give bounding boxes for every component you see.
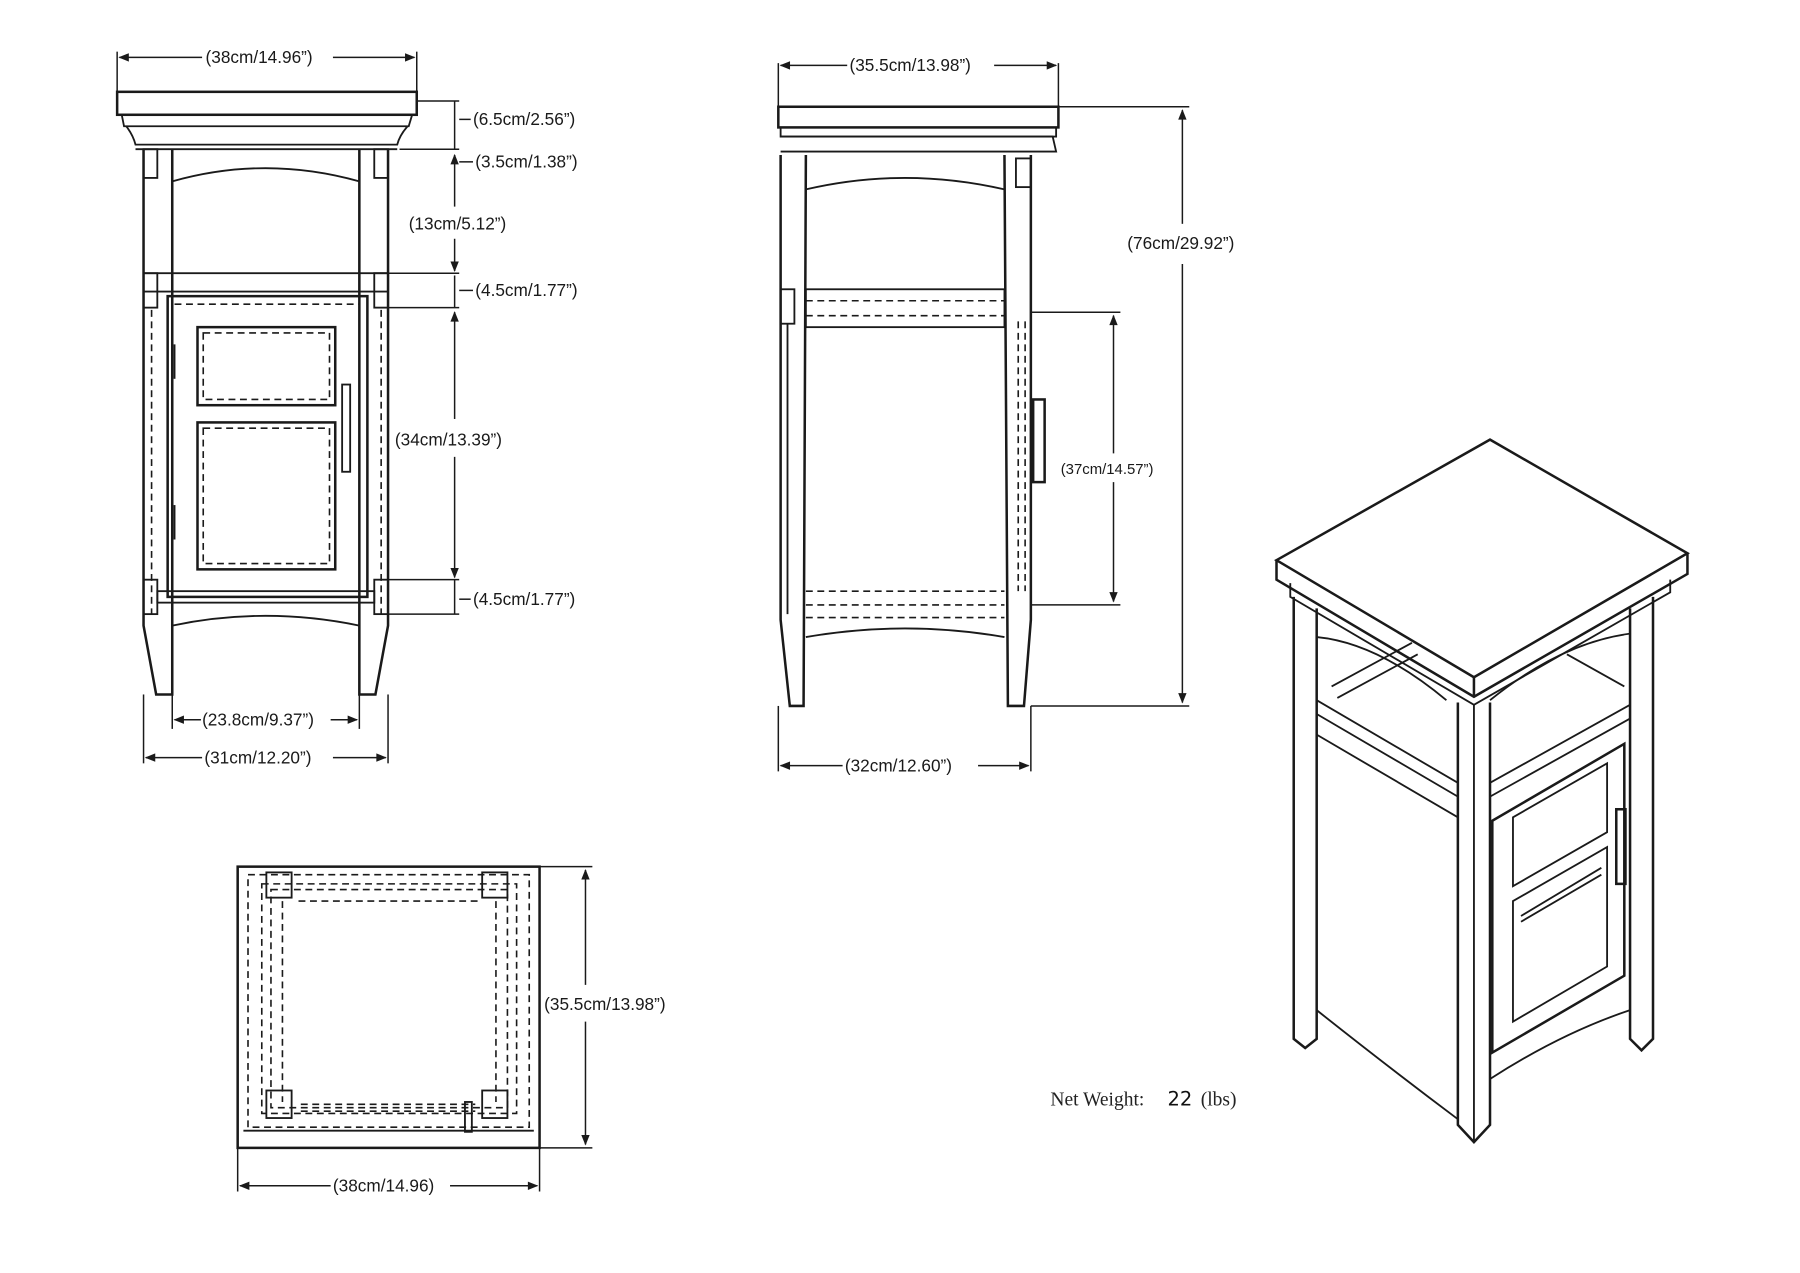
cabinet-height-label: (37cm/14.57”) xyxy=(1061,461,1154,478)
iso-handle xyxy=(1615,807,1627,886)
net-weight-label: Net Weight: xyxy=(1050,1089,1144,1110)
top-thickness-label: (6.5cm/2.56”) xyxy=(473,109,575,129)
top-view-width-label: (38cm/14.96) xyxy=(333,1176,434,1196)
leg-depth-label: (32cm/12.60”) xyxy=(845,755,952,775)
side-depth-label: (35.5cm/13.98”) xyxy=(849,55,970,75)
total-height-label: (76cm/29.92”) xyxy=(1127,233,1234,253)
lower-rail-label: (4.5cm/1.77”) xyxy=(473,589,575,609)
apron-height-label: (3.5cm/1.38”) xyxy=(475,152,577,172)
top-view-depth-label: (35.5cm/13.98”) xyxy=(544,994,665,1014)
door-handle xyxy=(341,383,352,473)
net-weight-unit: (lbs) xyxy=(1201,1089,1237,1110)
side-handle xyxy=(1031,398,1046,484)
top-view: (35.5cm/13.98”) (38cm/14.96) xyxy=(236,865,666,1196)
outer-span-label: (31cm/12.20”) xyxy=(204,747,311,767)
net-weight: Net Weight: 22 (lbs) xyxy=(1050,1087,1236,1110)
isometric-view xyxy=(1273,438,1690,1144)
shelf-height-label: (13cm/5.12”) xyxy=(409,214,507,234)
front-view: (38cm/14.96”) (6.5cm/2.56”) (3.5cm/1.38”… xyxy=(115,47,578,767)
side-view: (35.5cm/13.98”) (76cm/29.92”) (37cm/14.5… xyxy=(777,55,1234,775)
net-weight-value: 22 xyxy=(1167,1087,1192,1110)
door-height-label: (34cm/13.39”) xyxy=(395,429,502,449)
upper-rail-label: (4.5cm/1.77”) xyxy=(475,280,577,300)
inner-span-label: (23.8cm/9.37”) xyxy=(202,709,314,729)
front-width-label: (38cm/14.96”) xyxy=(206,47,313,67)
